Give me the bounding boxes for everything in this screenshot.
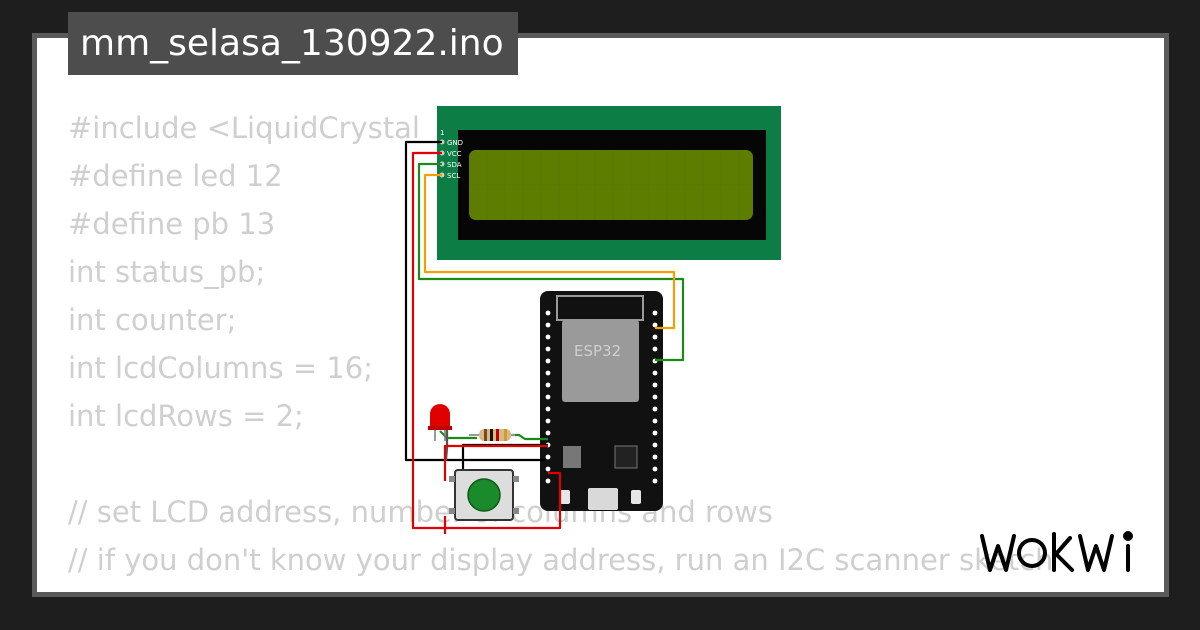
lcd-pin-label: SCL	[447, 172, 460, 180]
code-line: #include <LiquidCrystal	[68, 111, 420, 145]
esp32-label: ESP32	[574, 342, 621, 360]
code-line: // set LCD address, number of columns an…	[68, 495, 773, 529]
esp32-board: ESP32	[540, 291, 663, 511]
lcd-pin-label: GND	[447, 139, 463, 147]
wires	[404, 140, 685, 534]
code-line: LiquidCrystal_I2C lcd(0x27, lcdColumns, …	[68, 584, 1053, 592]
lcd-module: 1 GND VCC SDA SCL	[437, 106, 781, 260]
project-filename-badge: mm_selasa_130922.ino	[68, 12, 518, 75]
code-line: // if you don't know your display addres…	[68, 543, 1054, 577]
circuit-diagram: 1 GND VCC SDA SCL ESP32	[404, 106, 781, 534]
wokwi-logo-icon	[980, 531, 1133, 572]
code-line: int lcdColumns = 16;	[68, 351, 374, 385]
code-line: #define pb 13	[68, 207, 276, 241]
lcd-pin-label: VCC	[447, 150, 462, 158]
code-line: int lcdRows = 2;	[68, 399, 304, 433]
code-line: int status_pb;	[68, 255, 266, 289]
preview-card: #include <LiquidCrystal #define led 12 #de…	[37, 38, 1164, 592]
lcd-pin-label: SDA	[447, 161, 462, 169]
led-component	[428, 404, 452, 441]
push-button-component	[449, 469, 519, 521]
lcd-corner-label: 1	[440, 129, 444, 137]
resistor-component	[469, 429, 515, 441]
code-preview: #include <LiquidCrystal #define led 12 #de…	[68, 104, 1053, 592]
code-line: #define led 12	[68, 159, 283, 193]
code-line: int counter;	[68, 303, 237, 337]
